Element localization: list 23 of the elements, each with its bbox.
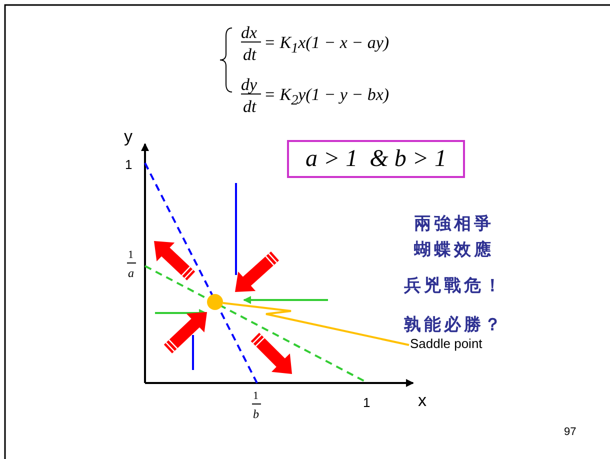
saddle-point-dot — [207, 294, 223, 310]
fraction-numerator: dx — [241, 24, 258, 41]
tick-label: 1 — [125, 158, 132, 171]
axis-label: y — [124, 128, 132, 145]
axis-label: x — [418, 392, 426, 409]
equation: = K$_{2}$y(1 − y − bx) — [264, 86, 390, 108]
annotation-text: 孰能必勝？ — [404, 317, 504, 334]
fraction-numerator: dy — [241, 76, 258, 93]
equation: = K$_{1}$x(1 − x − ay) — [264, 34, 390, 56]
tick-label: b — [253, 408, 259, 420]
annotation-text: 蝴蝶效應 — [414, 242, 494, 259]
fraction-denominator: dt — [243, 98, 256, 115]
leader-line — [222, 302, 410, 346]
tick-label: 1 — [128, 250, 134, 261]
tick-label: 1 — [363, 396, 370, 409]
fraction-denominator: dt — [243, 46, 256, 63]
annotation-text: 兩強相爭 — [414, 216, 494, 233]
tick-label: 1 — [253, 391, 258, 402]
page-number: 97 — [564, 427, 576, 438]
annotation-text: 兵兇戰危！ — [404, 278, 504, 295]
callout-text: Saddle point — [410, 336, 500, 352]
tick-label: a — [128, 267, 134, 279]
condition-box: a > 1 & b > 1 — [287, 140, 465, 178]
